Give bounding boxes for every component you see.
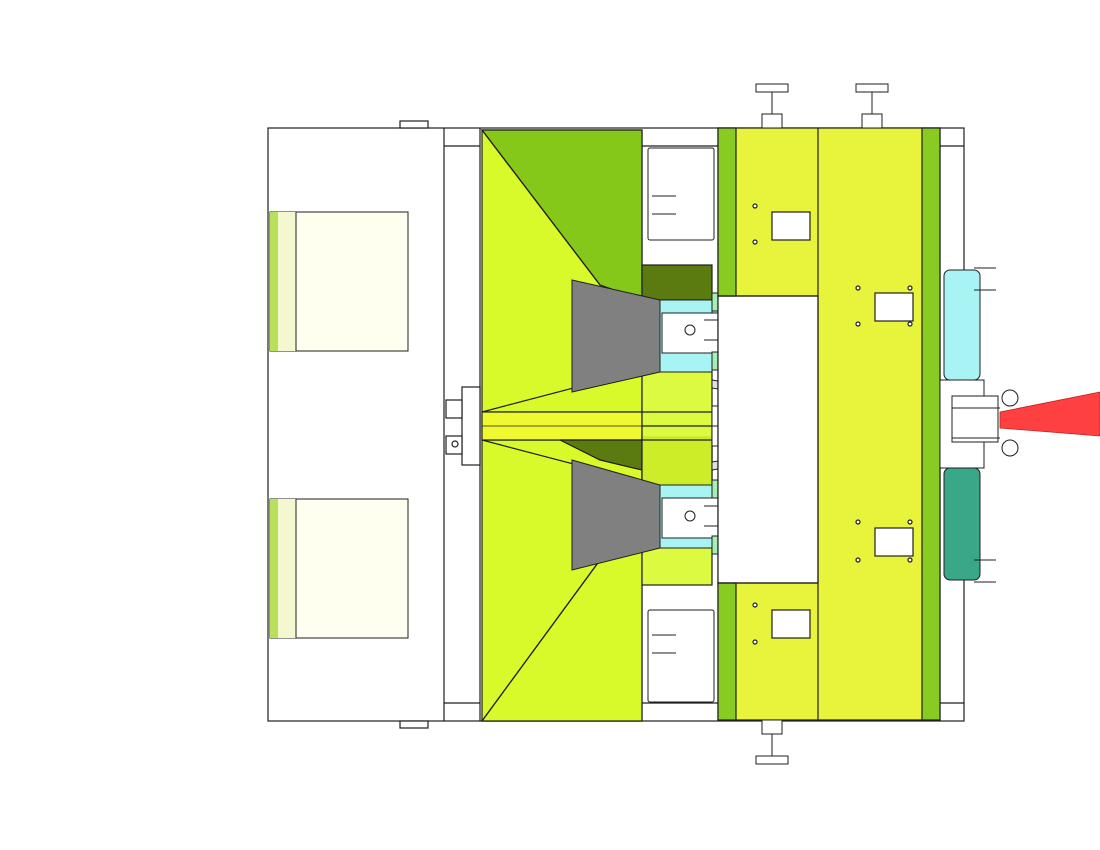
press-roller bbox=[717, 127, 941, 721]
knob-top-left bbox=[755, 83, 789, 129]
knob-top-right bbox=[855, 83, 889, 129]
seed-box-panel-upper bbox=[269, 211, 409, 352]
red-pointer bbox=[999, 391, 1100, 437]
seed-box-panel-lower bbox=[269, 498, 409, 639]
tow-hitch bbox=[939, 267, 1019, 583]
knob-bottom bbox=[755, 719, 789, 765]
adjustment-knobs bbox=[755, 83, 889, 765]
hopper bbox=[480, 129, 713, 722]
side-compartments bbox=[647, 147, 715, 703]
